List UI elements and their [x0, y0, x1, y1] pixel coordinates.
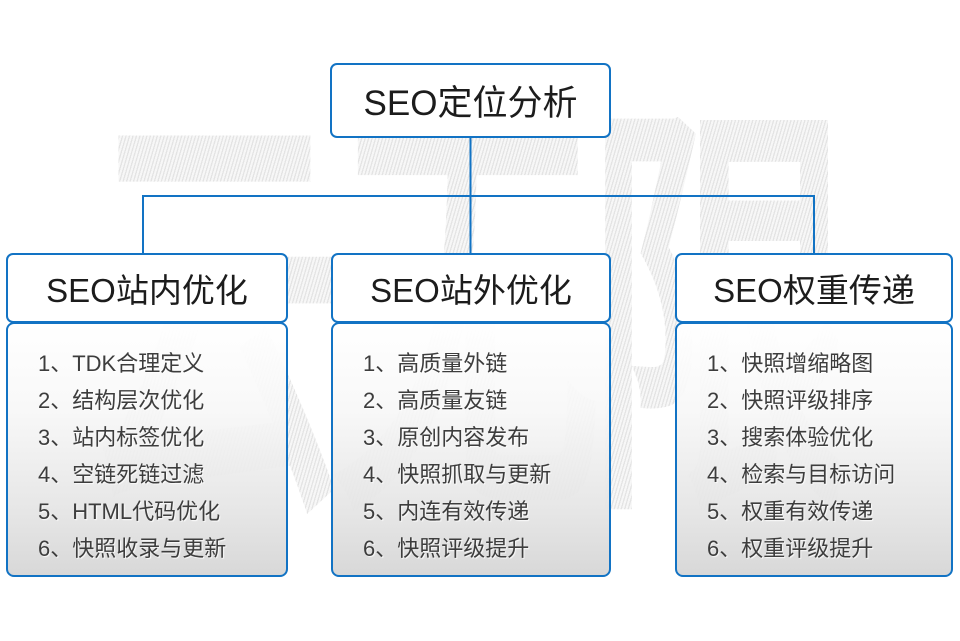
list-item: 5、内连有效传递 — [363, 499, 530, 524]
list-item: 6、快照评级提升 — [363, 536, 530, 561]
list-item: 5、HTML代码优化 — [38, 499, 221, 524]
list-item: 3、站内标签优化 — [38, 425, 205, 450]
column-header-onsite: SEO站内优化 — [6, 253, 288, 323]
list-item: 4、空链死链过滤 — [38, 462, 205, 487]
list-item: 4、快照抓取与更新 — [363, 462, 552, 487]
column-header-weight: SEO权重传递 — [675, 253, 953, 323]
list-item: 1、TDK合理定义 — [38, 351, 205, 376]
list-item: 6、快照收录与更新 — [38, 536, 227, 561]
list-item: 2、快照评级排序 — [707, 388, 874, 413]
list-item: 5、权重有效传递 — [707, 499, 874, 524]
column-list-offsite: 1、高质量外链 2、高质量友链 3、原创内容发布 4、快照抓取与更新 5、内连有… — [331, 322, 611, 577]
root-node-seo-positioning: SEO定位分析 — [330, 63, 611, 138]
column-list-onsite: 1、TDK合理定义 2、结构层次优化 3、站内标签优化 4、空链死链过滤 5、H… — [6, 322, 288, 577]
column-list-weight: 1、快照增缩略图 2、快照评级排序 3、搜索体验优化 4、检索与目标访问 5、权… — [675, 322, 953, 577]
list-item: 6、权重评级提升 — [707, 536, 874, 561]
root-node-label: SEO定位分析 — [363, 84, 578, 123]
column-header-label: SEO站外优化 — [370, 272, 572, 309]
list-item: 1、高质量外链 — [363, 351, 508, 376]
list-item: 2、结构层次优化 — [38, 388, 205, 413]
list-item: 1、快照增缩略图 — [707, 351, 874, 376]
column-header-offsite: SEO站外优化 — [331, 253, 611, 323]
column-header-label: SEO权重传递 — [713, 272, 915, 309]
column-header-label: SEO站内优化 — [46, 272, 248, 309]
list-item: 2、高质量友链 — [363, 388, 508, 413]
list-item: 3、原创内容发布 — [363, 425, 530, 450]
list-item: 4、检索与目标访问 — [707, 462, 896, 487]
list-item: 3、搜索体验优化 — [707, 425, 874, 450]
